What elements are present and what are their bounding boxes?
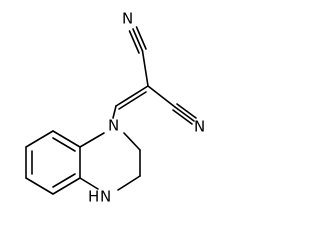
bond-c-n-triple-right-1 xyxy=(174,106,195,122)
bond-c1-ctop xyxy=(141,50,149,87)
bond-c-n-triple-right-3 xyxy=(172,109,193,125)
bond-nh-ring xyxy=(79,177,99,190)
bond-ring-5-double xyxy=(52,173,76,188)
atom-ring-n: N xyxy=(108,117,119,135)
atom-ring-nh-n: N xyxy=(100,188,111,206)
bond-c-n-triple-top-1 xyxy=(132,28,144,52)
bond-c-n-triple-top-2 xyxy=(135,26,147,50)
bond-n1-ring xyxy=(79,132,105,148)
bond-ring-2 xyxy=(25,130,54,148)
bond-n1-c3 xyxy=(123,132,141,151)
atom-nitrile-n-right: N xyxy=(194,118,205,136)
bond-ring-1-double xyxy=(52,137,76,152)
bond-c-n-triple-top-3 xyxy=(128,30,140,54)
bond-c-n-triple-right-2 xyxy=(176,103,197,119)
bond-c4-nh xyxy=(117,175,141,191)
atom-ring-nh-h: H xyxy=(88,188,99,206)
bond-c2-n1 xyxy=(112,105,117,119)
bond-c1-cright xyxy=(147,85,176,108)
atom-nitrile-n-top: N xyxy=(122,10,133,28)
structure-canvas: N N N H N xyxy=(25,9,206,206)
bond-c1-c2-double xyxy=(118,91,147,110)
bond-ring-4 xyxy=(25,177,54,195)
bond-c1-c2 xyxy=(115,85,149,107)
bond-ring-5 xyxy=(52,177,81,195)
molecule-diagram: N N N H N xyxy=(25,10,205,206)
bond-ring-1 xyxy=(52,130,81,148)
